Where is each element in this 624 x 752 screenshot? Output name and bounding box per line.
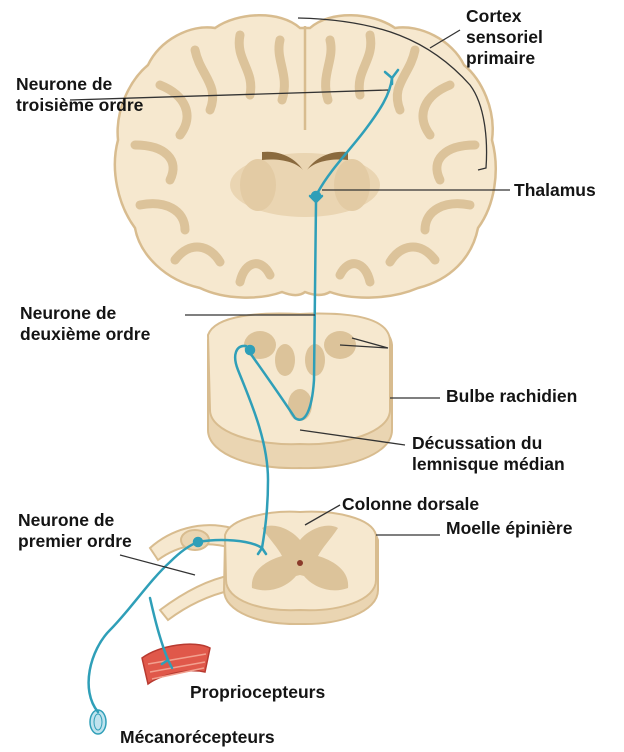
label-mechanoreceptors: Mécanorécepteurs [120, 727, 275, 748]
label-decussation: Décussation du lemnisque médian [412, 433, 565, 475]
mechanoreceptor [90, 710, 106, 734]
label-second-order-neuron: Neurone de deuxième ordre [20, 303, 150, 345]
label-first-order-neuron: Neurone de premier ordre [18, 510, 132, 552]
label-medulla: Bulbe rachidien [446, 386, 577, 407]
label-dorsal-column: Colonne dorsale [342, 494, 479, 515]
label-cortex: Cortex sensoriel primaire [466, 6, 543, 69]
label-proprioceptors: Propriocepteurs [190, 682, 325, 703]
medulla-section [208, 313, 392, 468]
medulla-face [208, 313, 390, 444]
proprioceptor-muscle [142, 644, 210, 684]
label-thalamus: Thalamus [514, 180, 596, 201]
label-spinal-cord: Moelle épinière [446, 518, 572, 539]
label-third-order-neuron: Neurone de troisième ordre [16, 74, 143, 116]
brain-section [115, 15, 496, 297]
